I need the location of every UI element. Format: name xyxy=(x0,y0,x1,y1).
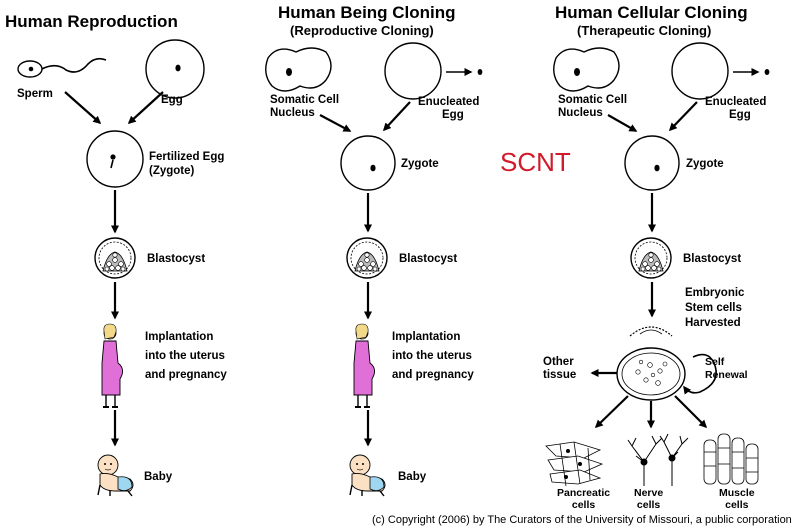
label-enucleated-egg: Enucleated Egg xyxy=(418,96,480,121)
label-fertilized-egg: Fertilized Egg (Zygote) xyxy=(149,151,225,177)
label-muscle-cells: Muscle cells xyxy=(719,487,755,511)
subtitle-therapeutic-cloning: (Therapeutic Cloning) xyxy=(577,23,712,38)
label-zygote: Zygote xyxy=(686,158,724,170)
column-reproductive-cloning xyxy=(265,42,483,497)
somatic-cell-icon xyxy=(265,47,332,92)
fertilized-egg-icon xyxy=(86,130,144,188)
copyright-notice: (c) Copyright (2006) by The Curators of … xyxy=(372,514,792,526)
zygote-icon xyxy=(340,135,396,191)
arrow-egg-to-zygote xyxy=(127,91,164,125)
label-baby: Baby xyxy=(398,471,427,483)
label-implantation: Implantation into the uterus and pregnan… xyxy=(392,331,474,381)
label-egg: Egg xyxy=(161,94,183,106)
label-somatic-cell-nucleus: Somatic Cell Nucleus xyxy=(270,94,340,119)
label-stem-cells-harvested: Embryonic Stem cells Harvested xyxy=(685,287,745,329)
label-enucleated-egg: Enucleated Egg xyxy=(705,96,767,121)
arrow-to-pancreatic xyxy=(594,395,629,429)
baby-icon xyxy=(97,454,134,497)
label-pancreatic-cells: Pancreatic cells xyxy=(557,487,611,511)
petri-dish-icon xyxy=(616,347,686,401)
label-sperm: Sperm xyxy=(17,88,53,100)
arrow-egg-to-zygote-2 xyxy=(382,101,411,132)
label-baby: Baby xyxy=(144,471,173,483)
removed-nucleus-icon xyxy=(764,69,770,75)
zygote-icon xyxy=(624,135,680,191)
nerve-cells-icon xyxy=(627,433,689,486)
pancreatic-cells-icon xyxy=(545,441,604,487)
title-reproductive-cloning: Human Being Cloning xyxy=(278,3,456,22)
label-blastocyst: Blastocyst xyxy=(399,253,458,265)
self-renewal-arrow xyxy=(683,353,717,395)
somatic-cell-icon xyxy=(553,47,620,92)
label-blastocyst: Blastocyst xyxy=(147,253,206,265)
arrow-to-muscle xyxy=(674,395,708,429)
label-other-tissue: Other tissue xyxy=(543,356,577,381)
column-therapeutic-cloning xyxy=(545,42,770,487)
enucleated-egg-icon xyxy=(671,42,729,100)
label-blastocyst: Blastocyst xyxy=(683,253,742,265)
blastocyst-icon xyxy=(346,237,388,279)
blastocyst-icon xyxy=(94,237,136,279)
pregnant-woman-icon xyxy=(353,323,376,408)
arrow-somatic-to-zygote-2 xyxy=(319,114,352,132)
arrow-egg-to-zygote-3 xyxy=(668,101,698,132)
label-zygote: Zygote xyxy=(401,158,439,170)
label-nerve-cells: Nerve cells xyxy=(634,487,664,511)
label-somatic-cell-nucleus: Somatic Cell Nucleus xyxy=(558,94,628,119)
title-reproduction: Human Reproduction xyxy=(5,12,178,31)
removed-nucleus-icon xyxy=(477,69,483,75)
enucleated-egg-icon xyxy=(384,42,442,100)
subtitle-reproductive-cloning: (Reproductive Cloning) xyxy=(290,23,434,38)
sperm-icon xyxy=(17,57,107,78)
blastocyst-icon xyxy=(630,237,672,279)
scnt-label: SCNT xyxy=(500,147,571,177)
pregnant-woman-icon xyxy=(101,323,124,408)
label-implantation: Implantation into the uterus and pregnan… xyxy=(145,331,227,381)
arrow-somatic-to-zygote-3 xyxy=(607,114,638,132)
label-self-renewal: Self Renewal xyxy=(705,356,748,381)
opened-blastocyst-icon xyxy=(629,326,673,337)
title-therapeutic-cloning: Human Cellular Cloning xyxy=(555,3,748,22)
column-reproduction xyxy=(17,39,205,497)
muscle-cells-icon xyxy=(703,433,759,485)
arrow-sperm-to-zygote xyxy=(64,91,102,124)
baby-icon xyxy=(349,454,386,497)
egg-icon xyxy=(145,39,205,99)
